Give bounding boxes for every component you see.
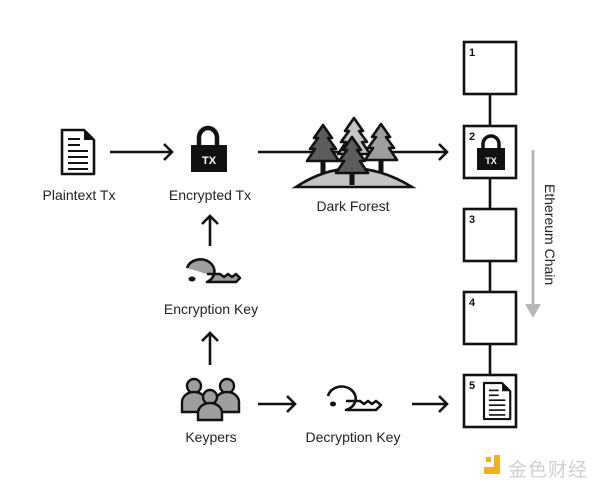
label-encrypted-tx: Encrypted Tx [168,187,252,203]
block-number-4: 4 [469,297,476,309]
block-number-3: 3 [469,214,475,226]
svg-text:TX: TX [202,155,217,167]
chain-block-5 [462,373,518,429]
label-encryption-key: Encryption Key [163,301,259,317]
chain-block-3 [462,207,518,263]
arrow-keypers-to-key [201,331,219,365]
label-keypers: Keypers [185,429,237,445]
people-group-icon [180,377,241,422]
padlock-icon: TX [191,125,227,172]
arrow-plaintext-to-encrypted [110,143,174,161]
chain-direction-arrow [525,150,541,318]
document-icon [60,128,96,176]
label-plaintext-tx: Plaintext Tx [42,187,116,203]
watermark: 金色财经 [482,455,588,482]
label-ethereum-chain: Ethereum Chain [542,184,558,286]
svg-text:TX: TX [485,156,497,166]
chain-block-1 [462,40,518,96]
block-number-2: 2 [469,131,475,143]
label-dark-forest: Dark Forest [316,198,390,214]
block-padlock-icon: TX [477,134,505,170]
arrow-key-to-encrypted [201,214,219,246]
label-decryption-key: Decryption Key [305,429,401,445]
arrow-keypers-to-decryption [258,395,297,413]
block-number-5: 5 [469,380,475,392]
block-document-icon [482,381,512,421]
block-number-1: 1 [469,47,475,59]
forest-icon [291,116,417,189]
arrow-decryption-to-chain [412,395,449,413]
chain-block-2: TX [462,124,518,180]
chain-block-4 [462,290,518,346]
watermark-text: 金色财经 [508,459,589,481]
key-outline-icon [326,385,383,412]
key-filled-icon [185,258,242,284]
watermark-logo-icon [484,455,500,474]
